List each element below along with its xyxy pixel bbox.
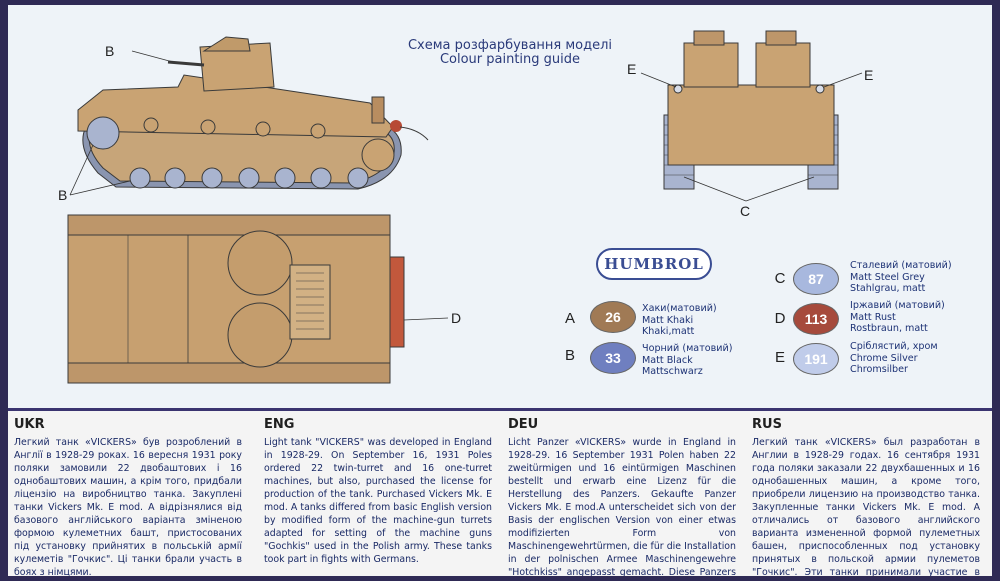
- paint-desc-e: Сріблястий, хром Chrome Silver Chromsilb…: [850, 341, 938, 376]
- description-ukr: UKR Легкий танк «VICKERS» був розроблени…: [14, 417, 242, 576]
- tank-drawings: [67, 30, 863, 384]
- paint-letter-a: A: [564, 310, 575, 327]
- paint-swatch-a: 26: [590, 301, 636, 333]
- description-eng: ENG Light tank "VICKERS" was developed i…: [264, 417, 492, 566]
- paint-desc-d-line: Іржавий (матовий): [850, 300, 945, 311]
- paint-desc-b: Чорний (матовий) Matt Black Mattschwarz: [642, 343, 733, 378]
- paint-letter-e: E: [774, 349, 785, 366]
- paint-desc-a: Хаки(матовий) Matt Khaki Khaki,matt: [642, 303, 717, 338]
- callout-b-top: B: [105, 43, 115, 59]
- tank-front-view: [640, 30, 863, 202]
- description-deu: DEU Licht Panzer «VICKERS» wurde in Engl…: [508, 417, 736, 576]
- instruction-sheet: B B D E E C Схема розфарбування моделі C…: [8, 5, 992, 576]
- paint-desc-c-line: Сталевий (матовий): [850, 260, 952, 271]
- description-panel: UKR Легкий танк «VICKERS» був розроблени…: [8, 411, 992, 576]
- paint-desc-b-line: Чорний (матовий): [642, 343, 733, 354]
- description-rus: RUS Легкий танк «VICKERS» был разработан…: [752, 417, 980, 576]
- paint-desc-a-line: Хаки(матовий): [642, 303, 717, 314]
- title-eng: Colour painting guide: [439, 52, 581, 67]
- description-rus-text: Легкий танк «VICKERS» был разработан в А…: [752, 437, 980, 576]
- paint-desc-e-line: Chromsilber: [850, 364, 908, 375]
- paint-desc-d-line: Rostbraun, matt: [850, 323, 928, 334]
- paint-desc-d-line: Matt Rust: [850, 311, 896, 323]
- painting-guide-panel: B B D E E C Схема розфарбування моделі C…: [8, 5, 992, 408]
- paint-swatch-d: 113: [793, 303, 839, 335]
- description-eng-text: Light tank "VICKERS" was developed in En…: [264, 437, 492, 565]
- tank-top-view: [67, 214, 449, 384]
- callout-b-bottom: B: [58, 187, 68, 203]
- description-rus-heading: RUS: [752, 417, 782, 432]
- description-deu-text: Licht Panzer «VICKERS» wurde in England …: [508, 437, 736, 576]
- paint-desc-c-line: Matt Steel Grey: [850, 271, 925, 283]
- description-deu-heading: DEU: [508, 417, 539, 432]
- paint-swatch-b: 33: [590, 342, 636, 374]
- paint-desc-c-line: Stahlgrau, matt: [850, 283, 926, 294]
- paint-letter-d: D: [774, 310, 786, 327]
- paint-desc-e-line: Сріблястий, хром: [850, 341, 938, 352]
- paint-desc-c: Сталевий (матовий) Matt Steel Grey Stahl…: [850, 260, 952, 295]
- paint-desc-b-line: Matt Black: [642, 354, 693, 366]
- callout-d: D: [451, 310, 462, 326]
- paint-letter-b: B: [564, 347, 575, 364]
- tank-side-view: [69, 36, 429, 196]
- section-divider: [8, 408, 992, 411]
- paint-letter-c: C: [774, 270, 786, 287]
- callout-e-left: E: [627, 61, 637, 77]
- callout-c: C: [740, 203, 751, 219]
- paint-desc-d: Іржавий (матовий) Matt Rust Rostbraun, m…: [850, 300, 945, 335]
- title-ukr: Схема розфарбування моделі: [407, 38, 613, 53]
- description-ukr-text: Легкий танк «VICKERS» був розроблений в …: [14, 437, 242, 576]
- paint-swatch-e: 191: [793, 343, 839, 375]
- paint-swatch-c: 87: [793, 263, 839, 295]
- paint-desc-b-line: Mattschwarz: [642, 366, 703, 377]
- guide-title: Схема розфарбування моделі Colour painti…: [360, 39, 660, 67]
- description-ukr-heading: UKR: [14, 417, 45, 432]
- callout-e-right: E: [864, 67, 874, 83]
- description-eng-heading: ENG: [264, 417, 295, 432]
- paint-desc-e-line: Chrome Silver: [850, 352, 918, 364]
- humbrol-logo: HUMBROL: [596, 248, 712, 280]
- paint-desc-a-line: Khaki,matt: [642, 326, 695, 337]
- paint-desc-a-line: Matt Khaki: [642, 314, 694, 326]
